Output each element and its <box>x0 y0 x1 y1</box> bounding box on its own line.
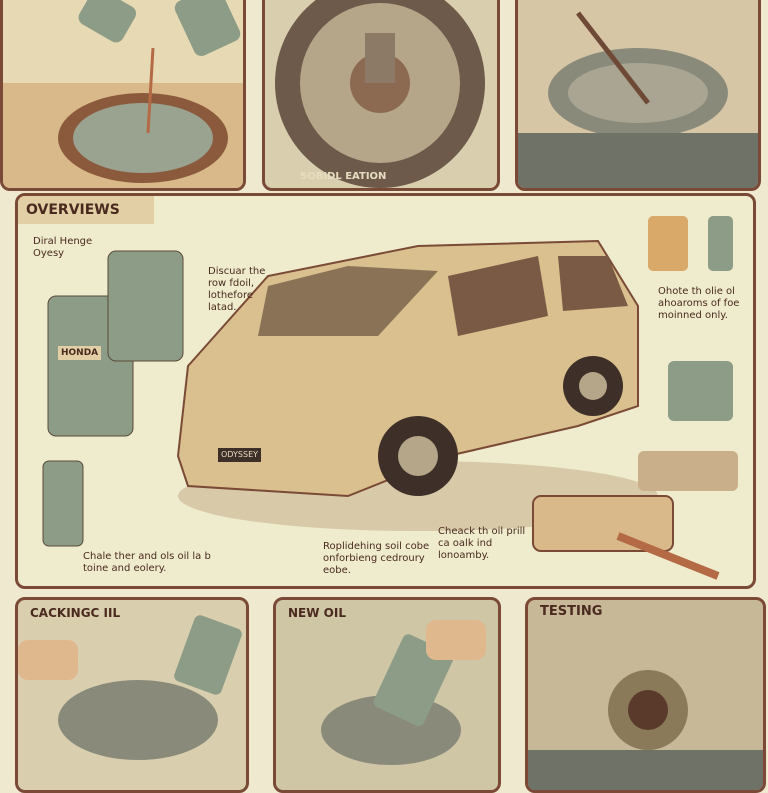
minivan-illustration <box>42 216 738 580</box>
note-bottom-right: Cheack th oil prill ca oalk ind lonoamby… <box>438 526 526 561</box>
checking-oil-illustration <box>18 615 242 760</box>
testing-title: TESTING <box>540 604 603 619</box>
panel-pouring-oil <box>0 0 246 191</box>
note-right: Ohote th olie ol ahoaroms of foe moinned… <box>658 286 740 321</box>
new-oil-title: NEW OIL <box>288 606 346 620</box>
panel-new-oil: NEW OIL <box>273 597 501 793</box>
bottle-label: HONDA <box>58 346 102 360</box>
oil-pan-illustration <box>3 0 243 188</box>
panel-engine <box>515 0 761 191</box>
checking-oil-title: CACKINGC IIL <box>30 606 121 620</box>
car-badge: ODYSSEY <box>218 448 262 462</box>
engine-illustration <box>518 11 758 188</box>
tire-caption: SOBIDL EATION <box>300 171 387 182</box>
overview-title: OVERVIEWS <box>18 196 154 224</box>
note-top-center: Discuar the row fdoil, lothefore latad. <box>208 266 266 313</box>
new-oil-illustration <box>321 620 486 765</box>
note-top-left: Diral Henge Oyesy <box>33 236 93 259</box>
note-bottom-center: Roplidehing soil cobe onforbieng cedrour… <box>323 541 430 576</box>
panel-testing: TESTING <box>525 597 766 793</box>
wheel-illustration <box>275 0 485 188</box>
testing-illustration <box>528 670 763 790</box>
panel-checking-oil: CACKINGC IIL <box>15 597 249 793</box>
note-bottom-left: Chale ther and ols oil la b toine and eo… <box>83 551 211 574</box>
panel-wheel: SOBIDL EATION <box>262 0 500 191</box>
panel-overview: OVERVIEWS Diral Henge Oyesy Discuar the … <box>15 193 756 589</box>
